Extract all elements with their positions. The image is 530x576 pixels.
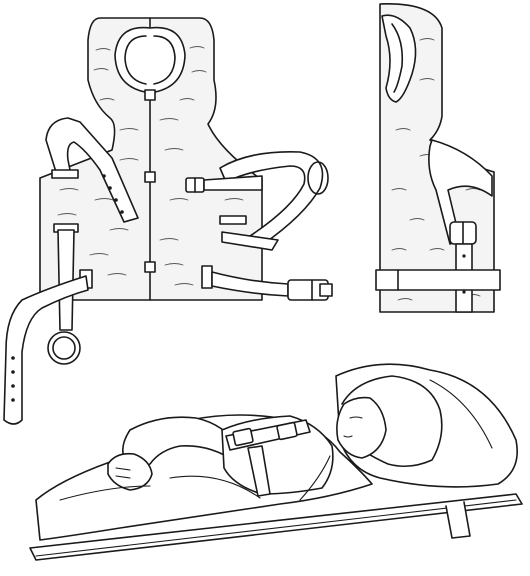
patient-hand: [107, 452, 153, 491]
side-horizontal-band: [375, 269, 501, 291]
patient-buckle: [276, 421, 298, 441]
buckle-right-lower-tab: [319, 283, 333, 297]
shoulder-strap-left: [45, 117, 139, 223]
stretcher-leg: [445, 501, 471, 539]
strap-keeper: [219, 215, 247, 225]
strap-right-mid: [221, 231, 279, 251]
patient-face: [336, 396, 387, 459]
d-ring-left: [47, 331, 81, 365]
strap-keeper: [201, 265, 213, 289]
patient-strap-waist: [247, 445, 271, 497]
strap-holes: [11, 356, 15, 402]
strap-holes: [102, 174, 124, 214]
stretcher-frame: [29, 493, 523, 561]
side-neck-pad: [381, 14, 417, 103]
strap-keeper: [51, 169, 79, 179]
seam-clasp: [144, 261, 156, 273]
strap-holes: [462, 254, 466, 294]
patient-on-stretcher: [29, 363, 523, 561]
vest-front-board: [39, 17, 263, 301]
seam-clasp: [144, 89, 156, 101]
strap-right-upper: [203, 175, 263, 191]
seam-clasp: [144, 171, 156, 183]
d-ring-right: [307, 161, 329, 195]
head-opening-inner: [124, 35, 176, 85]
vest-side-view: [375, 3, 501, 313]
vest-front-view: [3, 17, 333, 425]
side-shoulder-strap: [428, 139, 493, 245]
strap-left-hanging: [3, 275, 89, 425]
patient-buckle: [232, 427, 254, 447]
